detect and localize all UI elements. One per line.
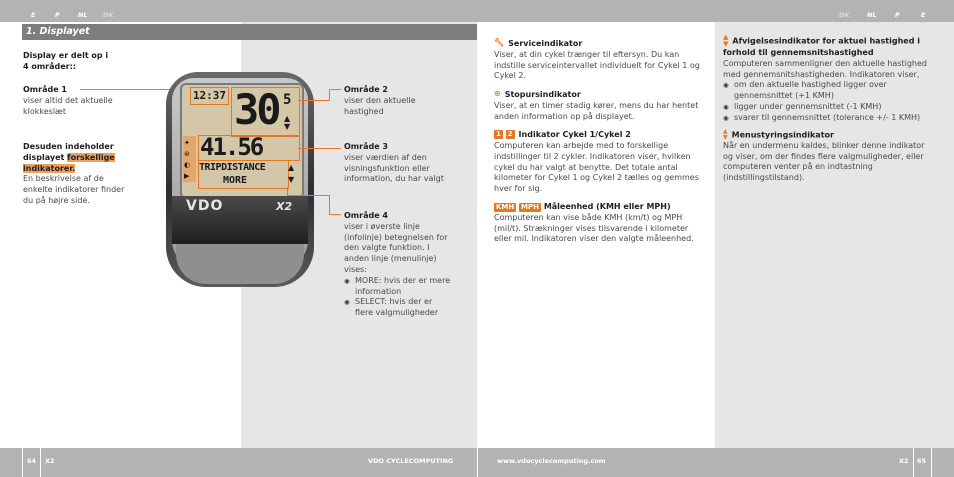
footer-brand: VDO CYCLECOMPUTING <box>368 457 454 465</box>
indicators-column-4: ▲▼Afvigelsesindikator for aktuel hastigh… <box>723 34 928 184</box>
footer-divider <box>931 448 932 477</box>
connector-area3 <box>298 148 341 150</box>
connector-area2-v <box>329 89 331 101</box>
wrench-icon: 🔧︎ <box>494 38 505 47</box>
device-model: X2 <box>276 200 293 213</box>
kmh-tag: KMH <box>494 203 517 213</box>
lang-dk[interactable]: DK <box>839 11 850 19</box>
indicators-heading: Desuden indeholder displayet <box>23 142 114 162</box>
connector-area1 <box>80 89 192 91</box>
deviation-title: Afvigelsesindikator for aktuel hastighed… <box>723 36 920 58</box>
area3-block: Område 3 viser værdien af den visningsfu… <box>344 142 454 185</box>
footer-divider <box>913 448 914 477</box>
bike-text: Computeren kan arbejde med to forskellig… <box>494 141 699 194</box>
footer-url[interactable]: www.vdocyclecomputing.com <box>497 457 606 465</box>
list-item: MORE: hvis der er mere information <box>344 276 452 298</box>
page-number-right: 65 <box>917 457 927 465</box>
lcd-menu-arrows-icon: ▲▼ <box>288 163 295 184</box>
area1-title: Område 1 <box>23 85 67 94</box>
mph-tag: MPH <box>519 203 542 213</box>
area4-block: Område 4 viser i øverste linje (infolinj… <box>344 211 452 319</box>
lang-e[interactable]: E <box>31 11 36 19</box>
indicators-text: En beskrivelse af de enkelte indikatorer… <box>23 174 125 205</box>
page-number-left: 64 <box>27 457 37 465</box>
footer-divider <box>40 448 41 477</box>
footer-divider <box>477 448 478 477</box>
area4-list: MORE: hvis der er mere information SELEC… <box>344 276 452 319</box>
area1-text: viser altid det aktuelle klokkeslæt <box>23 95 113 116</box>
list-item: om den aktuelle hastighed ligger over ge… <box>723 80 928 102</box>
area1-block: Område 1 viser altid det aktuelle klokke… <box>23 85 123 117</box>
lcd-line2: MORE <box>223 175 248 186</box>
service-text: Viser, at din cykel trænger til eftersyn… <box>494 49 700 81</box>
bike-title: Indikator Cykel 1/Cykel 2 <box>518 130 631 140</box>
device-brand: VDO <box>186 198 224 214</box>
lcd-line1: TRIPDISTANCE <box>199 162 266 173</box>
service-title: Serviceindikator <box>508 38 583 48</box>
list-item: svarer til gennemsnittet (tolerance +/- … <box>723 113 928 124</box>
connector-area2 <box>298 100 329 102</box>
menu-text: Når en undermenu kaldes, blinker denne i… <box>723 140 925 183</box>
device-foot <box>176 244 304 284</box>
lang-e[interactable]: E <box>921 11 926 19</box>
connector-area4-stub <box>287 187 289 196</box>
top-bar-left: E P NL DK <box>0 0 477 22</box>
area4-box <box>198 160 289 189</box>
indicators-block: Desuden indeholder displayet forskellige… <box>23 142 128 207</box>
device-lower-panel <box>172 196 308 244</box>
connector-area2-h <box>329 89 341 91</box>
footer-model-right: X2 <box>899 457 909 465</box>
footer-model-left: X2 <box>45 457 55 465</box>
area2-block: Område 2 viser den aktuelle hastighed <box>344 85 444 117</box>
section-title-bar: 1. Displayet <box>22 24 477 40</box>
list-item: SELECT: hvis der er flere valgmuligheder <box>344 297 452 319</box>
area2-text: viser den aktuelle hastighed <box>344 95 416 116</box>
connector-area4-h <box>329 214 341 216</box>
connector-area4 <box>287 195 329 197</box>
area4-title: Område 4 <box>344 211 388 220</box>
indicator-icons-column <box>183 136 196 182</box>
lang-dk[interactable]: DK <box>103 11 114 19</box>
area3-text: viser værdien af den visningsfunktion el… <box>344 152 444 184</box>
section-title: 1. Displayet <box>26 26 90 37</box>
lcd-speed-decimal: 5 <box>283 92 292 108</box>
lang-nl[interactable]: NL <box>867 11 877 19</box>
indicators-column-3: 🔧︎Serviceindikator Viser, at din cykel t… <box>494 38 704 245</box>
deviation-text: Computeren sammenligner den aktuelle has… <box>723 58 927 79</box>
bike-1-2-icon: 1 2 <box>494 130 515 140</box>
deviation-list: om den aktuelle hastighed ligger over ge… <box>723 80 928 123</box>
top-bar-right: DK NL P E <box>477 0 954 22</box>
stopwatch-text: Viser, at en timer stadig kører, mens du… <box>494 100 699 121</box>
area2-box <box>231 87 300 137</box>
deviation-arrows-icon: ▲▼ <box>723 33 729 48</box>
connector-area4-v <box>329 195 331 215</box>
stopwatch-title: Stopursindikator <box>504 90 581 99</box>
stopwatch-icon: ⊛ <box>494 89 501 99</box>
menu-title: Menustyringsindikator <box>731 130 834 140</box>
menu-arrows-icon: ▲▼ <box>723 127 728 141</box>
footer-divider <box>22 448 23 477</box>
lcd-small-icons: ✦⊛◐▶ <box>184 139 191 180</box>
lcd-speed: 30 <box>234 85 282 134</box>
lang-nl[interactable]: NL <box>78 11 88 19</box>
lcd-distance: 41.56 <box>200 133 264 161</box>
area4-text: viser i øverste linje (infolinje) betegn… <box>344 221 448 274</box>
unit-text: Computeren kan vise både KMH (km/t) og M… <box>494 212 694 244</box>
lang-p[interactable]: P <box>895 11 900 19</box>
lang-p[interactable]: P <box>55 11 60 19</box>
unit-title: Måleenhed (KMH eller MPH) <box>543 202 671 212</box>
lcd-updown-icon: ▲▼ <box>284 114 291 131</box>
intro-heading: Display er delt op i 4 områder:: <box>23 51 109 71</box>
area3-title: Område 3 <box>344 142 388 151</box>
list-item: ligger under gennemsnittet (-1 KMH) <box>723 102 928 113</box>
lcd-clock: 12:37 <box>190 87 229 105</box>
area2-title: Område 2 <box>344 85 388 94</box>
